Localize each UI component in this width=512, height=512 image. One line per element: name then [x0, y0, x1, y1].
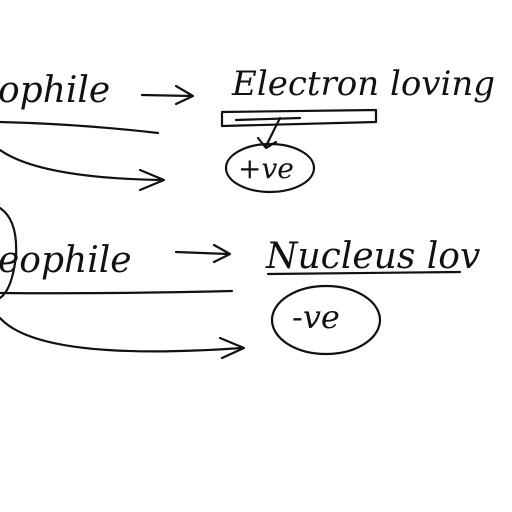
row1-charge: +ve	[238, 152, 294, 185]
row-nucleophile: eophile Nucleus lov -ve	[0, 206, 480, 360]
row2-arrow	[174, 243, 232, 264]
row1-curved-arrow	[0, 148, 166, 192]
row1-meaning: Electron loving	[231, 64, 495, 104]
row2-charge: -ve	[292, 298, 340, 336]
row2-curved-arrow	[0, 316, 246, 360]
row1-arrow	[140, 84, 195, 106]
row2-charge-circle	[270, 284, 382, 356]
row1-charge-circle	[224, 142, 316, 194]
row2-meaning: Nucleus lov	[265, 236, 480, 277]
row-electrophile: ophile Electron loving +ve	[0, 64, 495, 194]
row2-term-circle	[0, 206, 18, 300]
row2-term: eophile	[0, 240, 132, 281]
row1-term-underline	[0, 120, 160, 135]
row2-term-underline	[0, 289, 234, 295]
row1-term: ophile	[0, 70, 110, 111]
row1-brace	[220, 108, 378, 128]
row2-meaning-underline	[266, 270, 462, 276]
